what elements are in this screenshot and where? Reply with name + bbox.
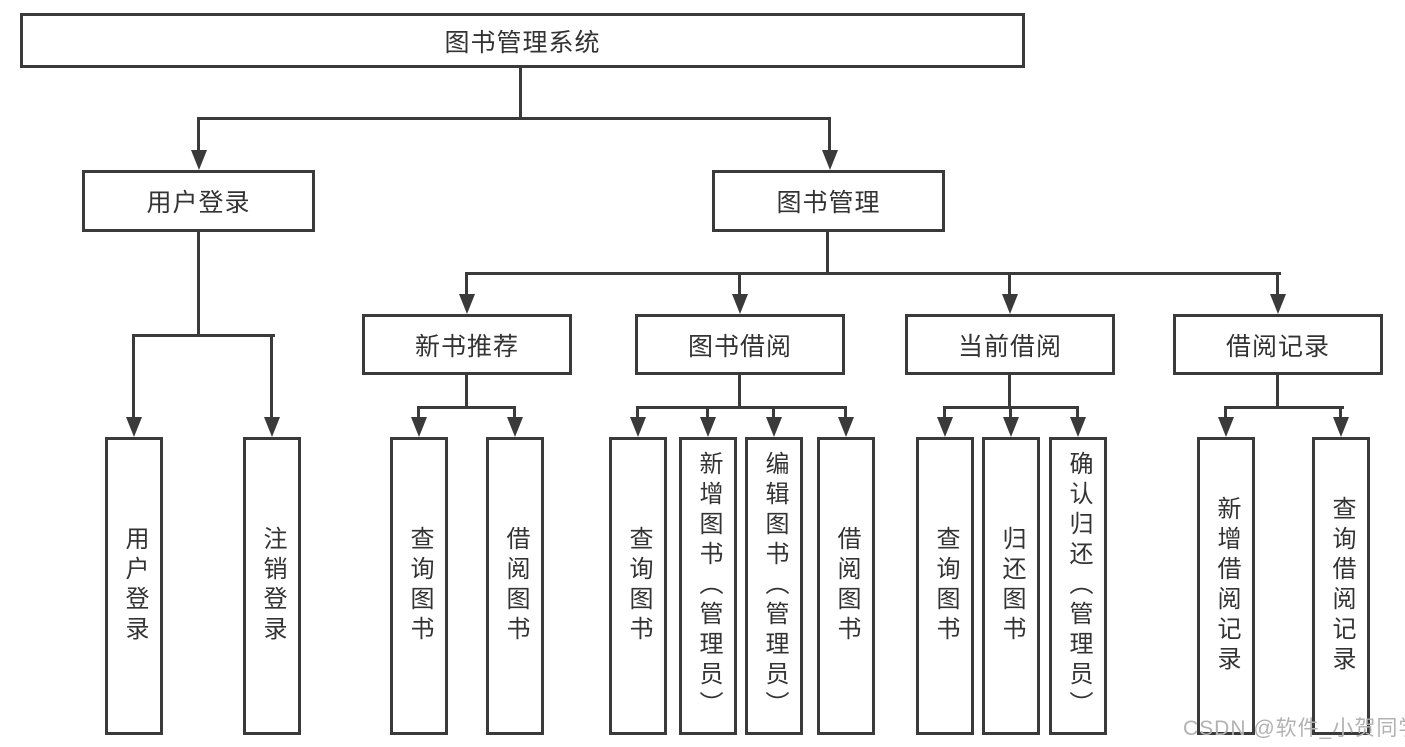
node-borrow-record: 借阅记录: [1173, 314, 1383, 375]
connector-line: [1276, 272, 1279, 296]
leaf-user-login-label: 用户登录: [121, 526, 148, 646]
arrow-down-icon: [700, 417, 716, 437]
arrow-down-icon: [766, 417, 782, 437]
connector-line: [1076, 406, 1079, 420]
connector-line: [270, 334, 273, 419]
node-current-borrow-label: 当前借阅: [957, 332, 1062, 361]
arrow-down-icon: [1270, 294, 1286, 314]
node-current-borrow: 当前借阅: [905, 314, 1115, 375]
connector-line: [1224, 406, 1227, 420]
node-book-borrow-label: 图书借阅: [687, 332, 792, 361]
leaf-record-query-label: 查询借阅记录: [1328, 496, 1355, 676]
leaf-current-query-label: 查询图书: [932, 526, 959, 646]
node-new-book-label: 新书推荐: [414, 332, 519, 361]
connector-line: [844, 406, 847, 420]
node-borrow-record-label: 借阅记录: [1225, 332, 1330, 361]
leaf-record-query: 查询借阅记录: [1312, 437, 1370, 735]
leaf-current-return: 归还图书: [982, 437, 1040, 735]
leaf-current-return-label: 归还图书: [998, 526, 1025, 646]
leaf-borrow-book: 借阅图书: [817, 437, 875, 735]
leaf-current-query: 查询图书: [916, 437, 974, 735]
connector-line: [706, 406, 709, 420]
connector-line: [1008, 272, 1011, 296]
leaf-logout: 注销登录: [243, 437, 301, 735]
connector-line: [636, 406, 847, 409]
arrow-down-icon: [838, 417, 854, 437]
node-root-label: 图书管理系统: [444, 28, 601, 57]
leaf-current-confirm: 确认归还（管理员）: [1049, 437, 1107, 735]
leaf-borrow-edit: 编辑图书（管理员）: [745, 437, 803, 735]
connector-line: [197, 117, 200, 153]
connector-line: [197, 117, 831, 120]
arrow-down-icon: [1070, 417, 1086, 437]
connector-line: [1339, 406, 1342, 420]
leaf-borrow-add-label: 新增图书（管理员）: [695, 451, 722, 721]
connector-line: [1276, 375, 1279, 409]
node-book-borrow: 图书借阅: [635, 314, 845, 375]
arrow-down-icon: [630, 417, 646, 437]
connector-line: [1224, 406, 1344, 409]
connector-line: [772, 406, 775, 420]
connector-line: [738, 272, 741, 296]
connector-line: [1008, 375, 1011, 409]
connector-line: [943, 406, 946, 420]
leaf-borrow-query-label: 查询图书: [625, 526, 652, 646]
arrow-down-icon: [1218, 417, 1234, 437]
connector-line: [513, 406, 516, 420]
arrow-down-icon: [126, 417, 142, 437]
leaf-record-add: 新增借阅记录: [1197, 437, 1255, 735]
csdn-watermark: CSDN @软件_小贺同学: [1183, 717, 1405, 740]
connector-line: [519, 68, 522, 120]
arrow-down-icon: [411, 417, 427, 437]
leaf-borrow-query: 查询图书: [609, 437, 667, 735]
arrow-down-icon: [459, 294, 475, 314]
node-book-mgmt: 图书管理: [712, 170, 945, 232]
connector-line: [826, 232, 829, 275]
connector-line: [417, 406, 420, 420]
connector-line: [1009, 406, 1012, 420]
node-new-book: 新书推荐: [362, 314, 572, 375]
leaf-user-login: 用户登录: [105, 437, 163, 735]
connector-line: [465, 272, 468, 296]
connector-line: [132, 334, 275, 337]
leaf-newbook-query-label: 查询图书: [406, 526, 433, 646]
connector-line: [465, 272, 1281, 275]
leaf-current-confirm-label: 确认归还（管理员）: [1065, 451, 1092, 721]
arrow-down-icon: [732, 294, 748, 314]
arrow-down-icon: [822, 150, 838, 170]
leaf-borrow-book-label: 借阅图书: [833, 526, 860, 646]
connector-line: [738, 375, 741, 409]
leaf-record-add-label: 新增借阅记录: [1213, 496, 1240, 676]
leaf-borrow-edit-label: 编辑图书（管理员）: [761, 451, 788, 721]
arrow-down-icon: [191, 150, 207, 170]
connector-line: [465, 375, 468, 409]
node-user-login: 用户登录: [82, 170, 315, 232]
leaf-newbook-borrow: 借阅图书: [486, 437, 544, 735]
leaf-newbook-query: 查询图书: [390, 437, 448, 735]
connector-line: [828, 117, 831, 153]
leaf-logout-label: 注销登录: [259, 526, 286, 646]
arrow-down-icon: [1333, 417, 1349, 437]
connector-line: [636, 406, 639, 420]
arrow-down-icon: [1002, 294, 1018, 314]
arrow-down-icon: [1003, 417, 1019, 437]
node-user-login-label: 用户登录: [146, 189, 251, 217]
node-root: 图书管理系统: [20, 13, 1025, 68]
connector-line: [132, 334, 135, 419]
connector-line: [197, 232, 200, 337]
arrow-down-icon: [937, 417, 953, 437]
arrow-down-icon: [264, 417, 280, 437]
arrow-down-icon: [507, 417, 523, 437]
connector-line: [417, 406, 516, 409]
leaf-borrow-add: 新增图书（管理员）: [679, 437, 737, 735]
leaf-newbook-borrow-label: 借阅图书: [502, 526, 529, 646]
node-book-mgmt-label: 图书管理: [776, 189, 881, 217]
